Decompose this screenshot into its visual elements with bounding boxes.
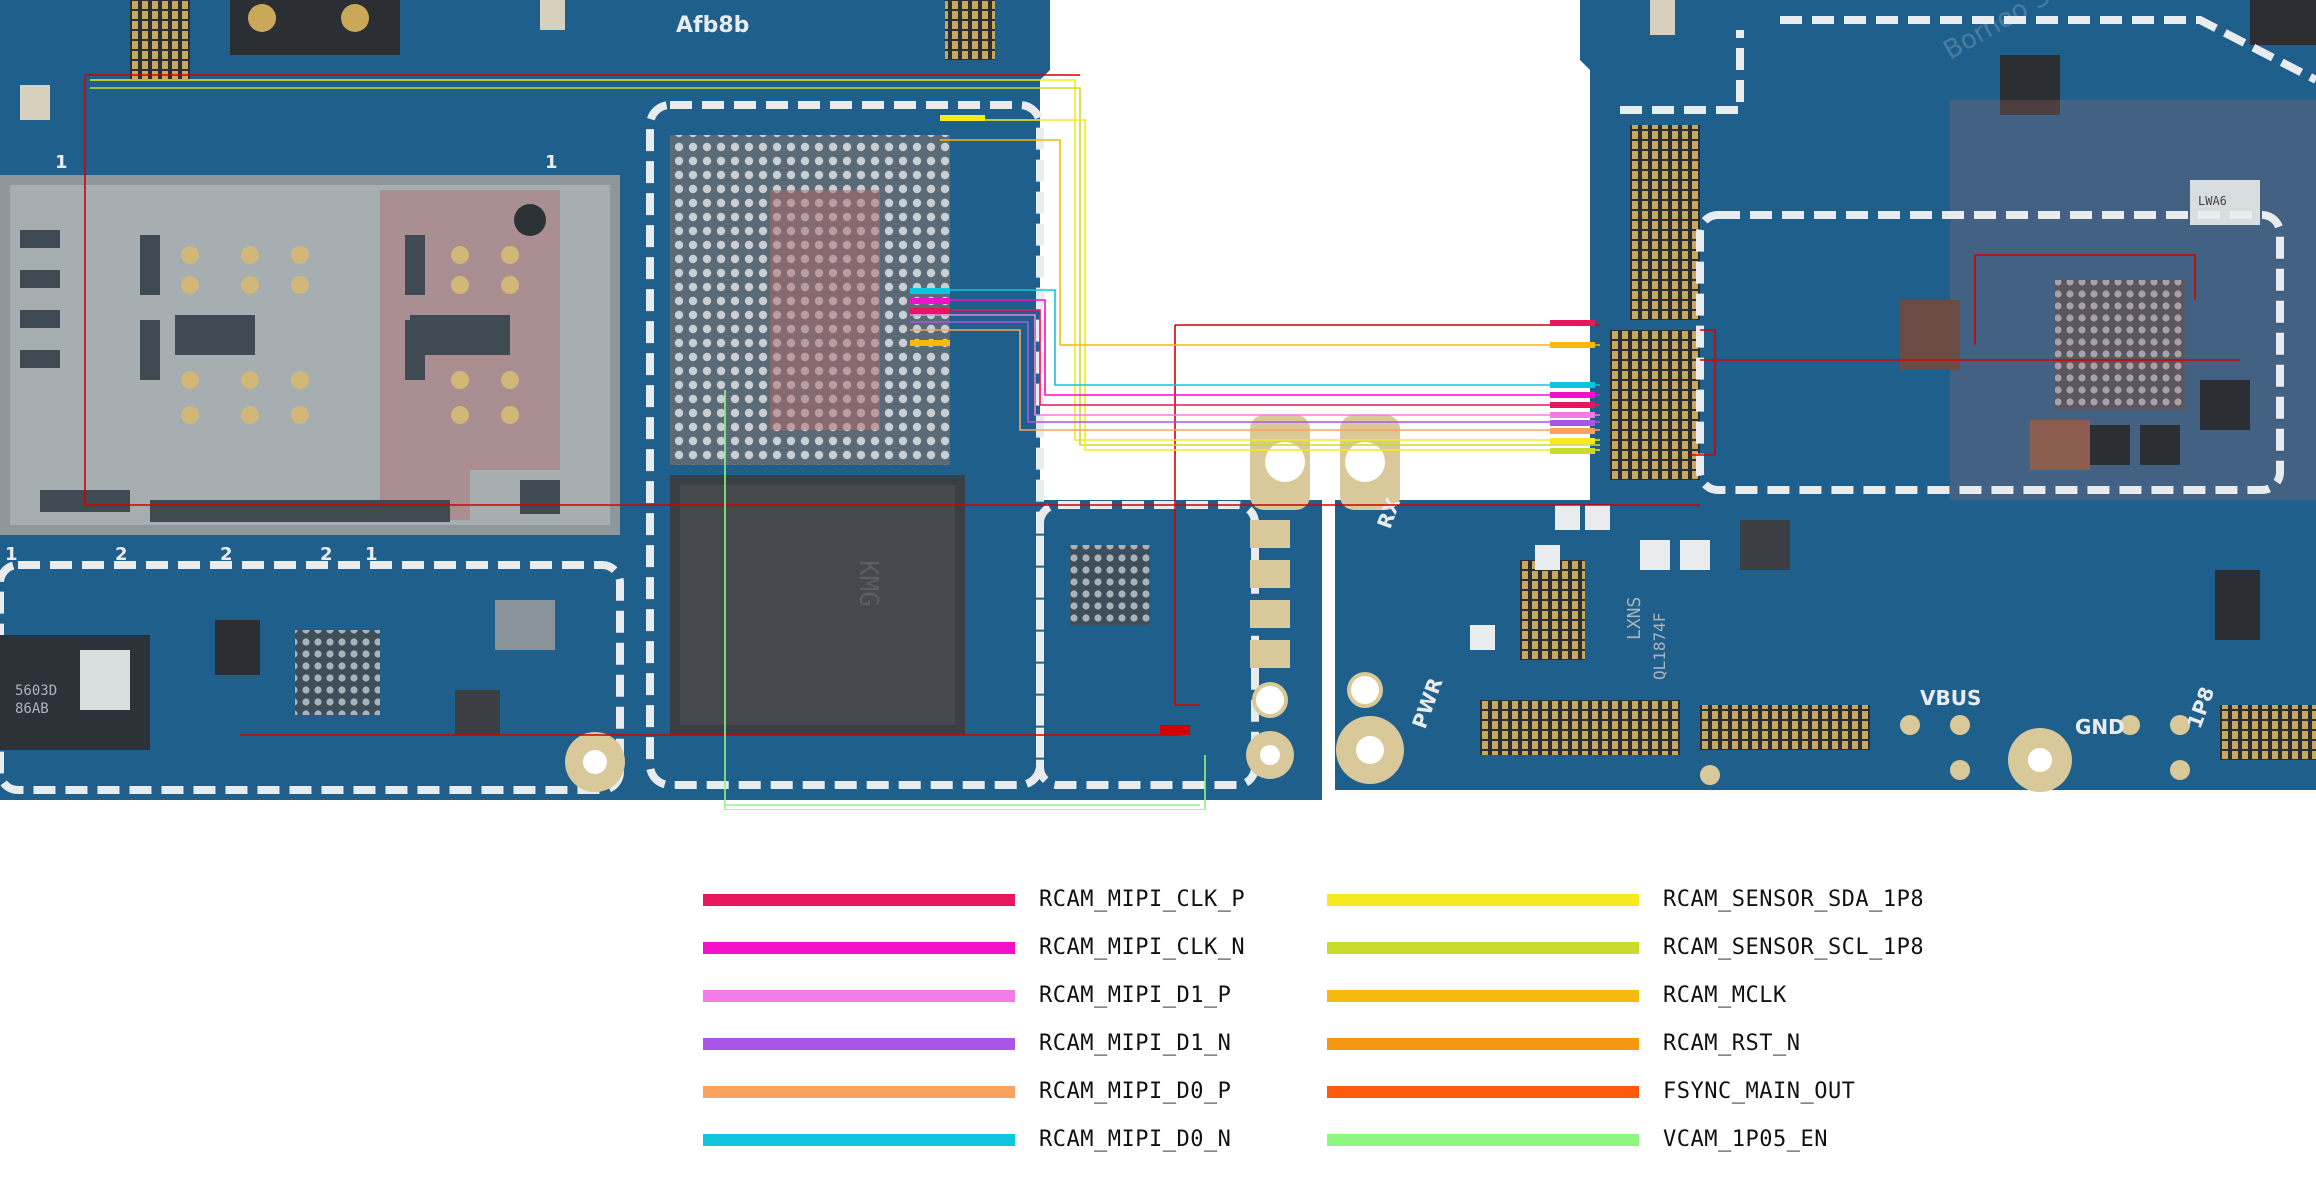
legend-item: VCAM_1P05_EN (1327, 1120, 1927, 1160)
chip-mark-5603d: 5603D (15, 683, 57, 699)
legend-label: RCAM_MIPI_D0_P (1039, 1079, 1232, 1104)
legend-swatch (703, 1038, 1015, 1050)
silk-1c: 1 (545, 152, 558, 173)
silk-1a: 1 (55, 152, 68, 173)
legend-label: RCAM_MIPI_CLK_P (1039, 887, 1246, 912)
right-board-components (1470, 0, 2316, 792)
shield-outline-right (1620, 16, 2316, 494)
legend-item: RCAM_MIPI_CLK_N (703, 928, 1303, 968)
silk-afb8b: Afb8b (676, 13, 749, 38)
legend-item: RCAM_MIPI_D0_N (703, 1120, 1303, 1160)
legend-swatch (703, 894, 1015, 906)
legend-label: RCAM_MIPI_D1_N (1039, 1031, 1232, 1056)
legend-item: FSYNC_MAIN_OUT (1327, 1072, 1927, 1112)
legend-label: VCAM_1P05_EN (1663, 1127, 1828, 1152)
legend-swatch (1327, 942, 1639, 954)
legend-item: RCAM_MIPI_CLK_P (703, 880, 1303, 920)
test-pads-middle (1246, 415, 1404, 784)
chip-mark-lwa6: LWA6 (2198, 194, 2227, 208)
silk-gnd: GND (2075, 715, 2125, 739)
top-left-components (20, 0, 995, 120)
silk-2b: 2 (220, 544, 233, 565)
legend-swatch (703, 1086, 1015, 1098)
silk-vbus: VBUS (1920, 686, 1981, 710)
board-cutout (1050, 0, 1580, 500)
legend-swatch (703, 990, 1015, 1002)
legend-label: FSYNC_MAIN_OUT (1663, 1079, 1856, 1104)
legend-swatch (1327, 1086, 1639, 1098)
legend-label: RCAM_MIPI_D1_P (1039, 983, 1232, 1008)
silk-2c: 2 (320, 544, 333, 565)
silk-1d: 1 (5, 544, 18, 565)
legend-item: RCAM_MIPI_D1_N (703, 1024, 1303, 1064)
legend-swatch (1327, 894, 1639, 906)
sim-card-tray (0, 175, 620, 535)
legend-label: RCAM_RST_N (1663, 1031, 1801, 1056)
legend-item: RCAM_MCLK (1327, 976, 1927, 1016)
legend-item: RCAM_MIPI_D0_P (703, 1072, 1303, 1112)
silk-1b: 1 (365, 544, 378, 565)
pcb-board-image: Afb8b RX PWR VBUS GND 1P8 2 2 2 1 1 1 1 … (0, 0, 2316, 810)
chip-mark-ql1874f: QL1874F (1650, 613, 1669, 680)
legend-label: RCAM_SENSOR_SDA_1P8 (1663, 887, 1925, 912)
legend-label: RCAM_MIPI_D0_N (1039, 1127, 1232, 1152)
legend-swatch (703, 1134, 1015, 1146)
legend-label: RCAM_MCLK (1663, 983, 1787, 1008)
legend-label: RCAM_SENSOR_SCL_1P8 (1663, 935, 1925, 960)
signal-legend: RCAM_MIPI_CLK_P RCAM_MIPI_CLK_N RCAM_MIPI_… (0, 880, 2316, 1180)
legend-item: RCAM_SENSOR_SDA_1P8 (1327, 880, 1927, 920)
legend-swatch (1327, 990, 1639, 1002)
silk-2a: 2 (115, 544, 128, 565)
chip-mark-lxns: LXNS (1624, 597, 1645, 640)
legend-item: RCAM_SENSOR_SCL_1P8 (1327, 928, 1927, 968)
legend-swatch (1327, 1038, 1639, 1050)
chip-mark-86ab: 86AB (15, 701, 49, 717)
legend-swatch (1327, 1134, 1639, 1146)
legend-label: RCAM_MIPI_CLK_N (1039, 935, 1246, 960)
signal-traces (84, 74, 2240, 810)
trace-endpoints (910, 115, 1595, 735)
soc-bga-chip (670, 135, 965, 735)
legend-item: RCAM_MIPI_D1_P (703, 976, 1303, 1016)
chip-mark-kmg: KMG (853, 560, 883, 607)
left-bottom-components (0, 545, 1150, 792)
legend-swatch (703, 942, 1015, 954)
legend-item: RCAM_RST_N (1327, 1024, 1927, 1064)
